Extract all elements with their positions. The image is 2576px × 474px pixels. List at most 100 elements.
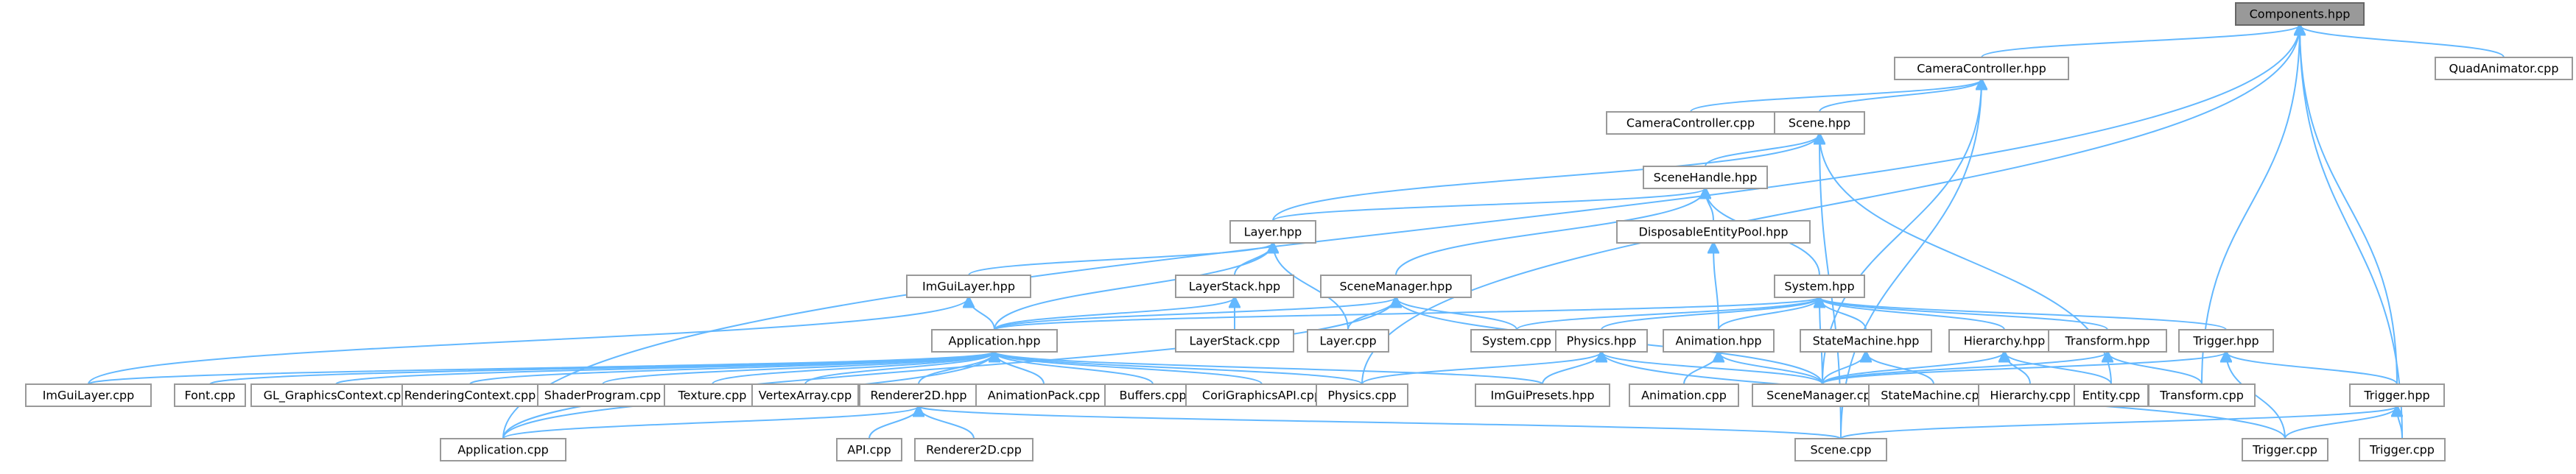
edge-scene_cpp-to-trigger_hpp_b (1840, 406, 2397, 439)
node-application-cpp[interactable]: Application.cpp (440, 438, 566, 461)
node-animation-hpp[interactable]: Animation.hpp (1663, 329, 1775, 353)
node-trigger-hpp[interactable]: Trigger.hpp (2178, 329, 2274, 353)
node-statemachine-cpp[interactable]: StateMachine.cpp (1868, 383, 1999, 407)
edge-cameractrl_cpp-to-cameractrl_hpp (1690, 79, 1982, 113)
node-label: Components.hpp (2250, 7, 2351, 21)
node-trigger-cpp[interactable]: Trigger.cpp (2359, 438, 2446, 461)
node-label: API.cpp (847, 443, 891, 457)
node-imguilayer-hpp[interactable]: ImGuiLayer.hpp (906, 275, 1031, 298)
node-imguipresets-hpp[interactable]: ImGuiPresets.hpp (1475, 383, 1610, 407)
node-label: Scene.cpp (1811, 443, 1872, 457)
edge-shader_cpp-to-application_hpp (602, 352, 994, 385)
node-layer-hpp[interactable]: Layer.hpp (1229, 220, 1316, 244)
node-label: Trigger.hpp (2363, 389, 2429, 403)
edge-application_cpp-to-scenemanager_hpp (502, 297, 1396, 439)
node-layer-cpp[interactable]: Layer.cpp (1307, 329, 1389, 353)
node-box (2048, 329, 2167, 353)
edge-physics_cpp-to-physics_hpp (1361, 352, 1601, 385)
node-box (1185, 383, 1338, 407)
node-box (906, 275, 1031, 298)
edge-statemachine_cpp-to-statemachine_hpp (1866, 352, 1934, 385)
node-box (2359, 438, 2446, 461)
node-renderer2d-cpp[interactable]: Renderer2D.cpp (914, 438, 1033, 461)
node-label: Transform.hpp (2064, 334, 2149, 348)
node-physics-cpp[interactable]: Physics.cpp (1316, 383, 1408, 407)
node-animation-cpp[interactable]: Animation.cpp (1629, 383, 1739, 407)
node-transform-hpp[interactable]: Transform.hpp (2048, 329, 2167, 353)
edge-system_cpp-to-system_hpp (1516, 297, 1819, 330)
node-box (1555, 329, 1648, 353)
edge-application_hpp-to-imguilayer_hpp (969, 297, 995, 330)
node-box (1316, 383, 1408, 407)
edge-corigfx_cpp-to-application_hpp (994, 352, 1263, 385)
node-entity-cpp[interactable]: Entity.cpp (2074, 383, 2149, 407)
node-label: CameraController.cpp (1626, 116, 1755, 130)
edge-scene_cpp-to-cameractrl_hpp (1840, 79, 1982, 439)
node-label: Font.cpp (184, 389, 235, 403)
node-hierarchy-cpp[interactable]: Hierarchy.cpp (1978, 383, 2082, 407)
node-box (931, 329, 1058, 353)
node-cameracontroller-hpp[interactable]: CameraController.hpp (1894, 57, 2069, 80)
node-label: Physics.cpp (1327, 389, 1396, 403)
node-label: LayerStack.cpp (1189, 334, 1280, 348)
node-label: AnimationPack.cpp (988, 389, 1101, 403)
node-system-hpp[interactable]: System.hpp (1774, 275, 1865, 298)
node-scene-cpp[interactable]: Scene.cpp (1794, 438, 1887, 461)
node-box (2349, 383, 2445, 407)
node-label: QuadAnimator.cpp (2449, 62, 2559, 76)
node-box (2074, 383, 2149, 407)
edge-hierarchy_hpp-to-system_hpp (1819, 297, 2005, 330)
node-box (859, 383, 978, 407)
node-box (1175, 275, 1294, 298)
node-renderingcontext-cpp[interactable]: RenderingContext.cpp (401, 383, 538, 407)
node-gl-graphicscontext-cpp[interactable]: GL_GraphicsContext.cpp (250, 383, 421, 407)
node-font-cpp[interactable]: Font.cpp (174, 383, 246, 407)
edge-transform_cpp-to-root (2201, 25, 2300, 385)
node-corigraphicsapi-cpp[interactable]: CoriGraphicsAPI.cpp (1185, 383, 1338, 407)
node-box (1800, 329, 1932, 353)
node-box (1320, 275, 1472, 298)
edge-imguilayer_cpp-to-imguilayer_hpp (88, 297, 969, 385)
node-scene-hpp[interactable]: Scene.hpp (1774, 111, 1865, 135)
node-scenemanager-hpp[interactable]: SceneManager.hpp (1320, 275, 1472, 298)
node-trigger-cpp[interactable]: Trigger.cpp (2242, 438, 2328, 461)
node-api-cpp[interactable]: API.cpp (836, 438, 902, 461)
node-box (2148, 383, 2256, 407)
node-label: Physics.hpp (1567, 334, 1637, 348)
node-box (1663, 329, 1775, 353)
edge-application_hpp-to-layerstack_hpp (994, 297, 1235, 330)
edge-application_hpp-to-system_hpp (994, 297, 1819, 330)
node-scenehandle-hpp[interactable]: SceneHandle.hpp (1643, 166, 1768, 189)
edge-scene_cpp-to-renderer2d_hpp (919, 406, 1842, 439)
node-hierarchy-hpp[interactable]: Hierarchy.hpp (1948, 329, 2060, 353)
node-statemachine-hpp[interactable]: StateMachine.hpp (1800, 329, 1932, 353)
node-label: CameraController.hpp (1917, 62, 2046, 76)
node-quadanimator-cpp[interactable]: QuadAnimator.cpp (2435, 57, 2573, 80)
node-label: Animation.hpp (1675, 334, 1761, 348)
node-renderer2d-hpp[interactable]: Renderer2D.hpp (859, 383, 978, 407)
node-system-cpp[interactable]: System.cpp (1470, 329, 1563, 353)
node-box (1868, 383, 1999, 407)
node-cameracontroller-cpp[interactable]: CameraController.cpp (1606, 111, 1775, 135)
node-texture-cpp[interactable]: Texture.cpp (664, 383, 761, 407)
node-layerstack-hpp[interactable]: LayerStack.hpp (1175, 275, 1294, 298)
node-transform-cpp[interactable]: Transform.cpp (2148, 383, 2256, 407)
node-box (1948, 329, 2060, 353)
node-box (1470, 329, 1563, 353)
edge-api_cpp-to-renderer2d_hpp (868, 406, 919, 439)
node-shaderprogram-cpp[interactable]: ShaderProgram.cpp (537, 383, 668, 407)
node-vertexarray-cpp[interactable]: VertexArray.cpp (751, 383, 859, 407)
node-trigger-hpp[interactable]: Trigger.hpp (2349, 383, 2445, 407)
node-layerstack-cpp[interactable]: LayerStack.cpp (1175, 329, 1294, 353)
node-animationpack-cpp[interactable]: AnimationPack.cpp (975, 383, 1112, 407)
edge-animation_hpp-to-system_hpp (1718, 297, 1819, 330)
node-label: Application.cpp (457, 443, 549, 457)
node-imguilayer-cpp[interactable]: ImGuiLayer.cpp (25, 383, 152, 407)
node-components-hpp[interactable]: Components.hpp (2235, 2, 2365, 26)
node-box (25, 383, 152, 407)
node-disposableentitypool-hpp[interactable]: DisposableEntityPool.hpp (1616, 220, 1811, 244)
node-application-hpp[interactable]: Application.hpp (931, 329, 1058, 353)
node-physics-hpp[interactable]: Physics.hpp (1555, 329, 1648, 353)
edge-scenemanager_cpp-to-hierarchy_hpp (1822, 352, 2004, 385)
node-label: Trigger.hpp (2192, 334, 2259, 348)
